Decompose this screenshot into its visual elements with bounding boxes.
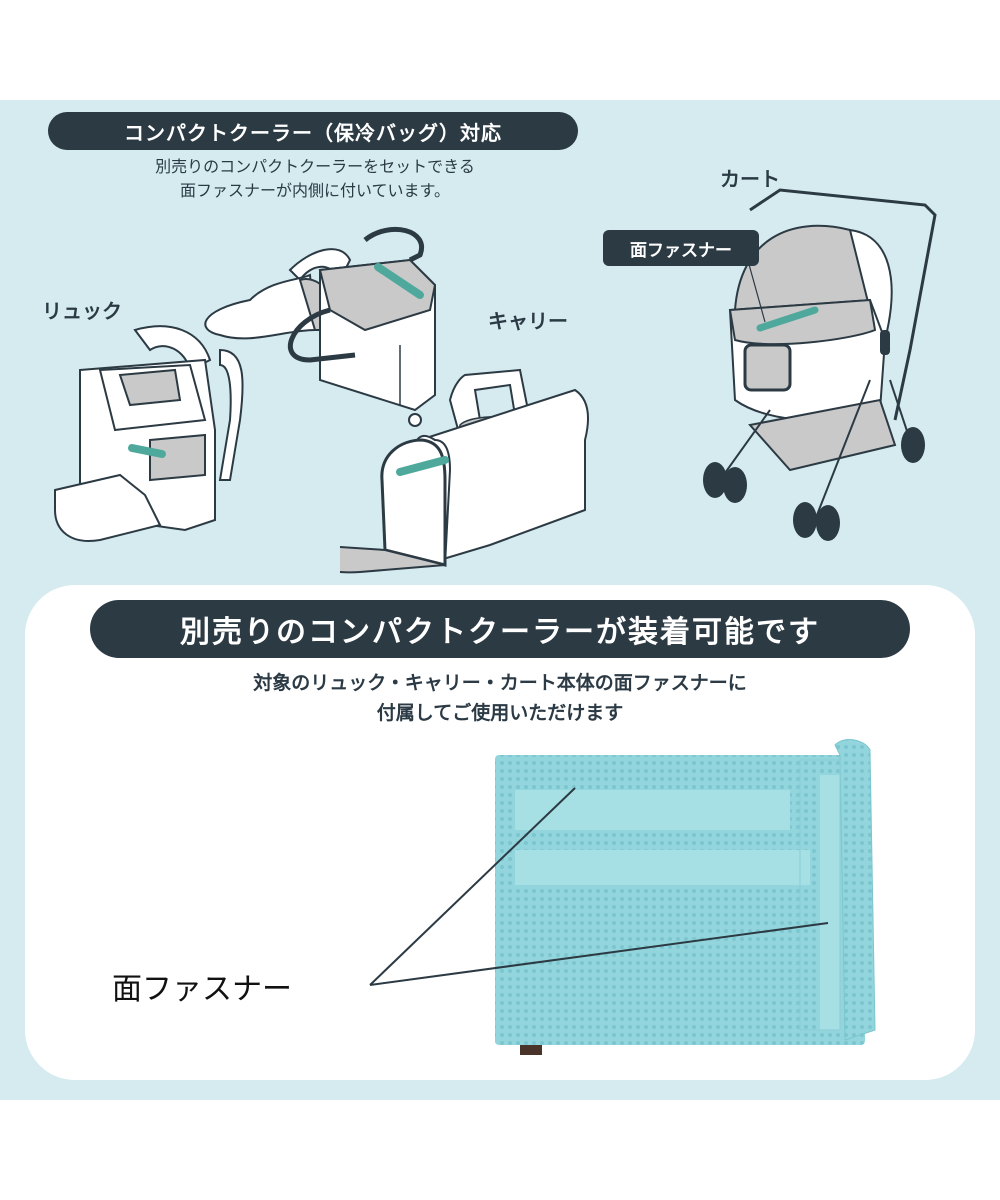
cart-label: カート	[720, 167, 780, 191]
top-description-line1: 別売りのコンパクトクーラーをセットできる	[155, 157, 475, 176]
top-section-header: コンパクトクーラー（保冷バッグ）対応	[48, 112, 578, 150]
cart-fastener-callout: 面ファスナー	[603, 230, 759, 266]
fastener-leader-lines	[369, 787, 829, 986]
backpack-illustration	[54, 325, 244, 542]
bottom-description-line1: 対象のリュック・キャリー・カート本体の面ファスナーに	[253, 672, 747, 694]
bottom-section-description: 対象のリュック・キャリー・カート本体の面ファスナーに 付属してご使用いただけます	[120, 668, 880, 728]
cart-illustration	[703, 188, 937, 541]
carrier-illustration	[340, 368, 589, 574]
top-description-line2: 面ファスナーが内側に付いています。	[180, 181, 450, 200]
bottom-description-line2: 付属してご使用いただけます	[376, 702, 624, 724]
carrier-label: キャリー	[488, 309, 568, 333]
top-section-description: 別売りのコンパクトクーラーをセットできる 面ファスナーが内側に付いています。	[60, 155, 570, 203]
fastener-label: 面ファスナー	[112, 972, 292, 1007]
backpack-label: リュック	[42, 299, 122, 323]
cooler-bag-illustration	[204, 226, 437, 412]
bottom-header-text: 別売りのコンパクトクーラーが装着可能です	[180, 615, 820, 650]
cart-callout-text: 面ファスナー	[630, 240, 732, 261]
compact-cooler-product-image	[495, 739, 876, 1055]
bottom-section-header: 別売りのコンパクトクーラーが装着可能です	[90, 600, 910, 658]
top-header-text: コンパクトクーラー（保冷バッグ）対応	[124, 120, 502, 145]
